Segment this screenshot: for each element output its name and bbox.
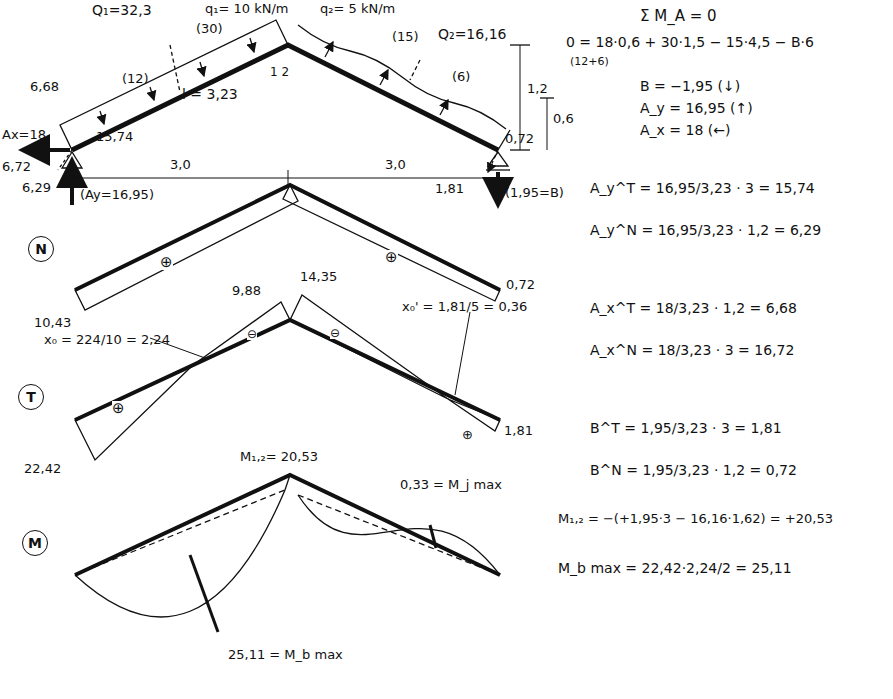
- label-text: A_y^T = 16,95/3,23 · 3 = 15,74: [590, 180, 815, 196]
- label-text: B = −1,95 (↓): [640, 78, 740, 94]
- marker-letter: T: [26, 389, 36, 405]
- label-text: 0 = 18·0,6 + 30·1,5 − 15·4,5 − B·6: [566, 34, 814, 50]
- label-text: ⊖: [247, 328, 257, 340]
- label-text: 25,11 = M_b max: [228, 648, 343, 663]
- label-text: ⊕: [112, 401, 125, 416]
- label-text: 3,0: [385, 158, 406, 173]
- label-text: x₀ = 224/10 = 2,24: [44, 333, 170, 348]
- label-text: A_x^N = 18/3,23 · 3 = 16,72: [590, 342, 794, 358]
- label-text: (12): [122, 72, 149, 87]
- label-text: 14,35: [300, 270, 337, 285]
- label-text: 1,2: [527, 82, 548, 97]
- label-text: 1,81: [504, 424, 533, 439]
- label-text: 6,72: [2, 160, 31, 175]
- label-text: M₁,₂= 20,53: [240, 450, 318, 465]
- label-text: 1 2: [270, 66, 289, 80]
- label-text: B^N = 1,95/3,23 · 1,2 = 0,72: [590, 462, 797, 478]
- label-text: 6,68: [30, 80, 59, 95]
- label-text: A_y^N = 16,95/3,23 · 1,2 = 6,29: [590, 222, 821, 238]
- label-text: (1,95=B): [505, 186, 564, 201]
- label-text: A_x = 18 (←): [640, 122, 730, 138]
- label-text: B^T = 1,95/3,23 · 3 = 1,81: [590, 420, 782, 436]
- label-text: (Ay=16,95): [80, 188, 154, 203]
- label-text: Q₁=32,3: [92, 2, 152, 18]
- label-text: A_y = 16,95 (↑): [640, 100, 753, 116]
- label-text: q₂= 5 kN/m: [320, 2, 395, 17]
- label-text: 6,29: [22, 181, 51, 196]
- label-text: 0,6: [553, 112, 574, 127]
- diagram-marker: N: [28, 236, 54, 262]
- label-text: (30): [196, 22, 223, 37]
- label-text: ⊕: [160, 255, 173, 270]
- label-text: 22,42: [24, 462, 61, 477]
- marker-letter: M: [28, 535, 42, 551]
- label-text: M_b max = 22,42·2,24/2 = 25,11: [558, 560, 792, 576]
- label-text: M₁,₂ = −(+1,95·3 − 16,16·1,62) = +20,53: [558, 512, 833, 527]
- label-text: ⊖: [330, 327, 340, 339]
- label-text: 1,81: [435, 182, 464, 197]
- marker-letter: N: [35, 241, 47, 257]
- label-text: x₀' = 1,81/5 = 0,36: [402, 300, 527, 315]
- label-text: Σ M_A = 0: [640, 8, 717, 25]
- label-text: (6): [452, 70, 470, 85]
- label-text: A_x^T = 18/3,23 · 1,2 = 6,68: [590, 300, 797, 316]
- diagram-marker: M: [22, 530, 48, 556]
- label-text: Q₂=16,16: [438, 26, 506, 42]
- label-text: ⊕: [385, 250, 398, 265]
- label-text: 15,74: [96, 130, 133, 145]
- label-text: 0,72: [505, 132, 534, 147]
- label-text: (12+6): [570, 56, 609, 69]
- label-text: 3,0: [170, 158, 191, 173]
- label-text: (15): [392, 30, 419, 45]
- label-text: 0,33 = M_j max: [400, 478, 502, 493]
- label-text: 10,43: [34, 316, 71, 331]
- label-text: ⊕: [462, 428, 473, 441]
- label-text: l = 3,23: [182, 86, 238, 102]
- label-text: 9,88: [232, 284, 261, 299]
- label-text: 0,72: [506, 278, 535, 293]
- diagram-marker: T: [18, 384, 44, 410]
- label-text: Ax=18: [2, 128, 46, 143]
- label-text: q₁= 10 kN/m: [205, 2, 288, 17]
